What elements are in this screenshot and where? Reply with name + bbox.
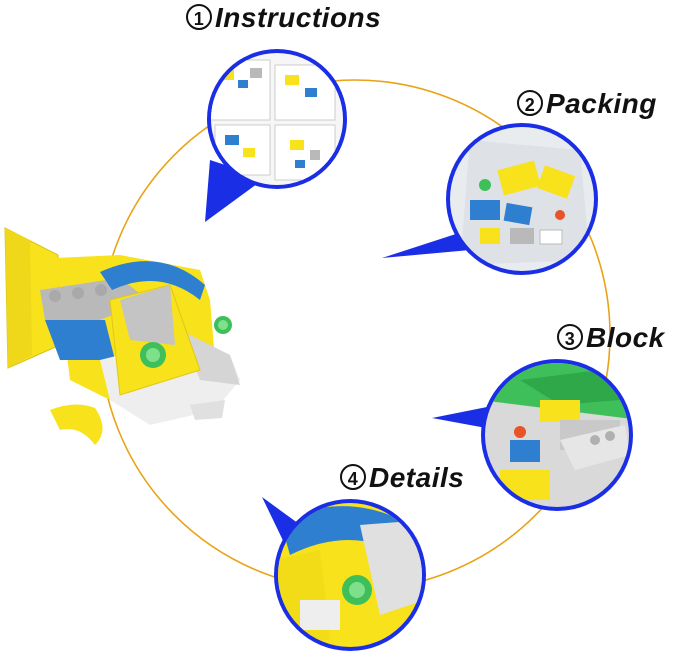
instructions-bubble: [205, 49, 347, 222]
block-bubble: [432, 359, 633, 511]
details-bubble: [262, 497, 426, 651]
brick-fish-model: [4, 227, 240, 445]
step-title: Block: [586, 322, 665, 353]
step-number: 1: [186, 4, 212, 30]
step-number: 3: [557, 324, 583, 350]
step-title: Details: [369, 462, 465, 493]
step-title: Packing: [546, 88, 657, 119]
step-title: Instructions: [215, 2, 382, 33]
packing-bubble: [382, 123, 598, 275]
step-number: 2: [517, 90, 543, 116]
step-number: 4: [340, 464, 366, 490]
